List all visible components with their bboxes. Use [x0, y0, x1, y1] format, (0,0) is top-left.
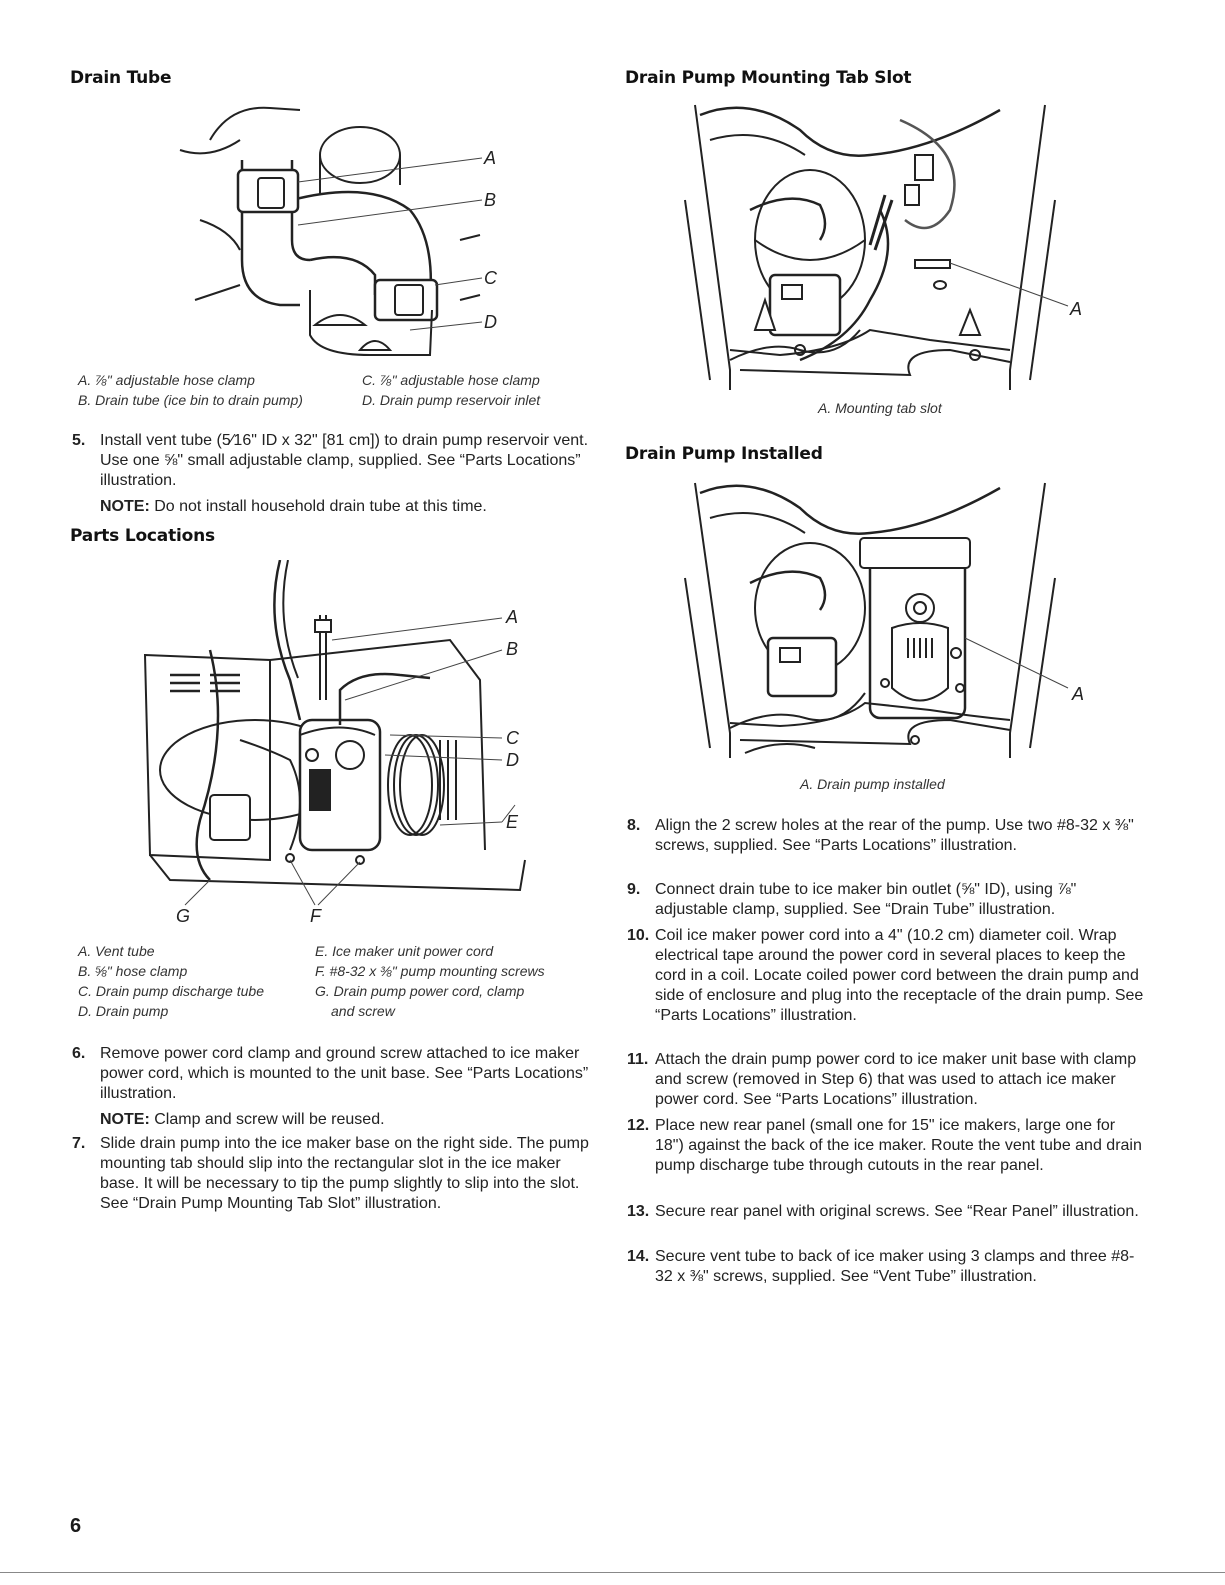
caption-item: A. ⅞" adjustable hose clamp — [78, 372, 255, 388]
step-8: 8. Align the 2 screw holes at the rear o… — [627, 816, 1147, 856]
step-number: 6. — [72, 1045, 86, 1062]
step-text: Slide drain pump into the ice maker base… — [100, 1135, 589, 1212]
step-13: 13. Secure rear panel with original scre… — [627, 1202, 1147, 1222]
step-number: 10. — [627, 927, 650, 944]
step-number: 13. — [627, 1203, 650, 1220]
page-bottom-rule — [0, 1572, 1225, 1573]
mounting-tab-label-a: A — [1069, 299, 1082, 319]
step-number: 12. — [627, 1117, 650, 1134]
parts-caption-left: A. Vent tube B. ⅝" hose clamp C. Drain p… — [78, 941, 264, 1021]
step-number: 7. — [72, 1135, 86, 1152]
caption-item: C. ⅞" adjustable hose clamp — [362, 372, 540, 388]
step-number: 9. — [627, 881, 641, 898]
step-9: 9. Connect drain tube to ice maker bin o… — [627, 880, 1147, 920]
drain-tube-caption-left: A. ⅞" adjustable hose clamp B. Drain tub… — [78, 370, 303, 410]
drain-tube-label-b: B — [484, 190, 496, 210]
caption-item: G. Drain pump power cord, clamp — [315, 983, 525, 999]
heading-mounting-tab-slot: Drain Pump Mounting Tab Slot — [625, 68, 912, 88]
note-label: NOTE: — [100, 1111, 150, 1128]
pump-installed-illustration: A — [670, 478, 1090, 768]
caption-item: B. ⅝" hose clamp — [78, 963, 188, 979]
step-10: 10. Coil ice maker power cord into a 4" … — [627, 926, 1147, 1026]
caption-item: B. Drain tube (ice bin to drain pump) — [78, 392, 303, 408]
parts-label-b: B — [506, 639, 518, 659]
step-text: Connect drain tube to ice maker bin outl… — [655, 881, 1077, 918]
parts-locations-illustration: A B C D E G F — [140, 560, 540, 930]
step-note: NOTE: Do not install household drain tub… — [100, 497, 602, 517]
drain-tube-label-c: C — [484, 268, 498, 288]
drain-tube-caption-right: C. ⅞" adjustable hose clamp D. Drain pum… — [362, 370, 540, 410]
parts-label-e: E — [506, 812, 519, 832]
step-text: Place new rear panel (small one for 15" … — [655, 1117, 1142, 1174]
parts-label-g: G — [176, 906, 190, 926]
caption-item: E. Ice maker unit power cord — [315, 943, 494, 959]
step-text: Secure rear panel with original screws. … — [655, 1203, 1139, 1220]
step-text: Align the 2 screw holes at the rear of t… — [655, 817, 1134, 854]
caption-item: A. Vent tube — [78, 943, 155, 959]
heading-drain-tube: Drain Tube — [70, 68, 172, 88]
step-text: Coil ice maker power cord into a 4" (10.… — [655, 927, 1144, 1024]
step-text: Attach the drain pump power cord to ice … — [655, 1051, 1137, 1108]
step-number: 5. — [72, 432, 86, 449]
note-label: NOTE: — [100, 498, 150, 515]
drain-tube-label-d: D — [484, 312, 497, 332]
step-note: NOTE: Clamp and screw will be reused. — [100, 1110, 602, 1130]
step-number: 14. — [627, 1248, 650, 1265]
step-text: Secure vent tube to back of ice maker us… — [655, 1248, 1135, 1285]
caption-item: D. Drain pump — [78, 1003, 169, 1019]
pump-installed-caption: A. Drain pump installed — [800, 776, 945, 792]
caption-item: and screw — [331, 1003, 395, 1019]
mounting-tab-caption: A. Mounting tab slot — [818, 400, 942, 416]
page-number: 6 — [70, 1515, 82, 1537]
step-14: 14. Secure vent tube to back of ice make… — [627, 1247, 1147, 1287]
caption-item: F. #8-32 x ⅜" pump mounting screws — [315, 963, 545, 979]
parts-label-d: D — [506, 750, 519, 770]
drain-tube-label-a: A — [483, 148, 496, 168]
step-11: 11. Attach the drain pump power cord to … — [627, 1050, 1147, 1110]
parts-label-f: F — [310, 906, 322, 926]
step-number: 8. — [627, 817, 641, 834]
step-number: 11. — [627, 1051, 649, 1068]
heading-drain-pump-installed: Drain Pump Installed — [625, 444, 823, 464]
note-text: Clamp and screw will be reused. — [149, 1111, 385, 1128]
caption-item: D. Drain pump reservoir inlet — [362, 392, 541, 408]
parts-label-a: A — [505, 607, 518, 627]
step-5: 5. Install vent tube (5⁄16" ID x 32" [81… — [72, 431, 602, 517]
step-text: Install vent tube (5⁄16" ID x 32" [81 cm… — [100, 432, 589, 489]
parts-label-c: C — [506, 728, 520, 748]
step-6: 6. Remove power cord clamp and ground sc… — [72, 1044, 602, 1130]
heading-parts-locations: Parts Locations — [70, 526, 215, 546]
step-7: 7. Slide drain pump into the ice maker b… — [72, 1134, 602, 1214]
note-text: Do not install household drain tube at t… — [149, 498, 487, 515]
step-text: Remove power cord clamp and ground screw… — [100, 1045, 589, 1102]
mounting-tab-illustration: A — [670, 100, 1090, 395]
caption-item: C. Drain pump discharge tube — [78, 983, 264, 999]
parts-caption-right: E. Ice maker unit power cord F. #8-32 x … — [315, 941, 545, 1021]
step-12: 12. Place new rear panel (small one for … — [627, 1116, 1147, 1176]
drain-tube-illustration: A B C D — [170, 100, 500, 365]
pump-installed-label-a: A — [1071, 684, 1084, 704]
